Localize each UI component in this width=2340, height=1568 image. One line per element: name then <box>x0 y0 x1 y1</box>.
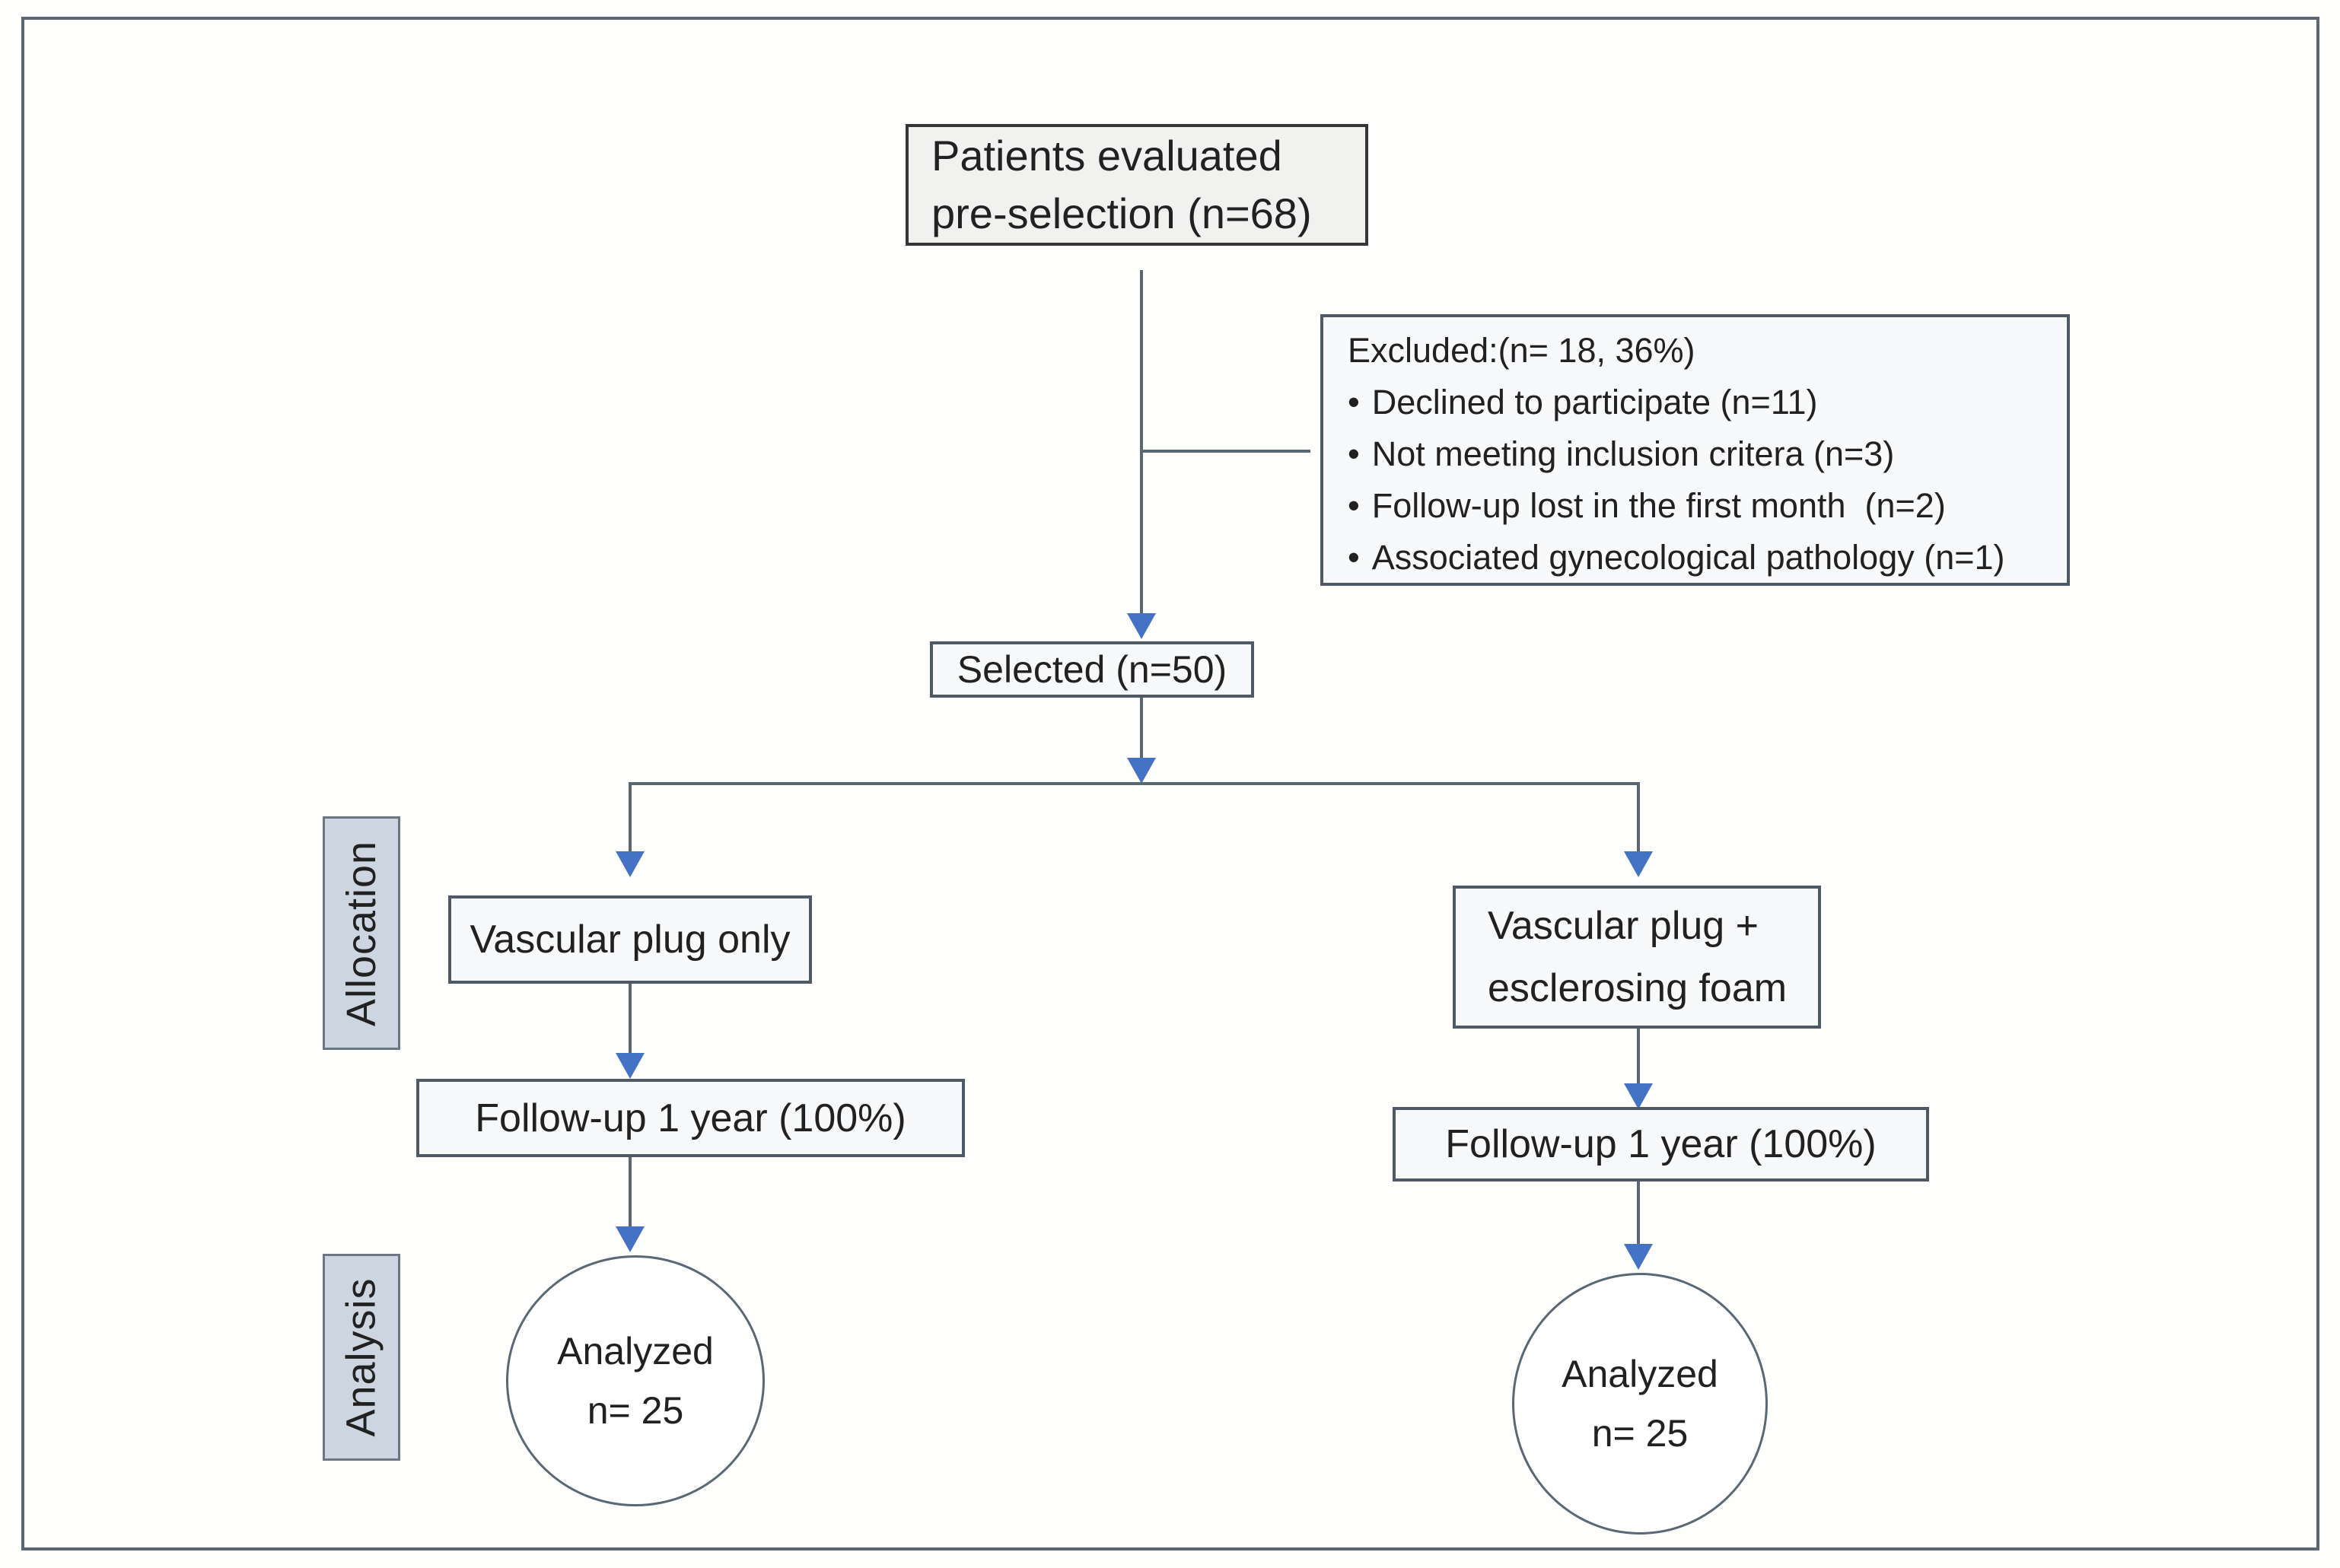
arrowhead-into-selected <box>1127 613 1156 639</box>
arrowhead-into-left-allocation <box>616 851 645 877</box>
arrowhead-into-right-analyzed <box>1624 1244 1653 1270</box>
diagram-outer-frame <box>21 17 2319 1551</box>
left-analyzed-line1: Analyzed <box>557 1330 714 1372</box>
arrowhead-into-right-followup <box>1624 1083 1653 1109</box>
excluded-item: • Associated gynecological pathology (n=1… <box>1348 532 2059 584</box>
connector-to-excluded <box>1141 450 1310 453</box>
right-followup-label: Follow-up 1 year (100%) <box>1445 1122 1877 1166</box>
excluded-item: • Not meeting inclusion critera (n=3) <box>1348 428 2059 480</box>
left-analyzed-circle: Analyzed n= 25 <box>506 1255 765 1506</box>
excluded-item: • Follow-up lost in the first month (n=2) <box>1348 480 2059 532</box>
bullet-icon: • <box>1348 383 1360 421</box>
stage-label-analysis: Analysis <box>323 1254 400 1461</box>
bullet-icon: • <box>1348 538 1360 577</box>
right-analyzed-line1: Analyzed <box>1562 1353 1718 1395</box>
selected-label: Selected (n=50) <box>957 648 1227 691</box>
right-allocation-line1: Vascular plug + <box>1488 904 1759 948</box>
excluded-item-text: Not meeting inclusion critera (n=3) <box>1371 434 1895 473</box>
left-allocation-label: Vascular plug only <box>470 918 791 962</box>
stage-label-allocation: Allocation <box>323 816 400 1050</box>
left-followup-label: Follow-up 1 year (100%) <box>475 1096 906 1140</box>
arrowhead-into-left-analyzed <box>616 1226 645 1252</box>
left-followup-box: Follow-up 1 year (100%) <box>416 1079 965 1157</box>
branch-line <box>629 782 1640 785</box>
excluded-box: Excluded:(n= 18, 36%) • Declined to parti… <box>1320 314 2070 586</box>
connector-left-allocation-to-followup <box>629 984 632 1054</box>
bullet-icon: • <box>1348 486 1360 525</box>
right-allocation-box: Vascular plug + esclerosing foam <box>1453 886 1821 1029</box>
arrowhead-into-branch <box>1127 758 1156 784</box>
connector-branch-to-right-allocation <box>1637 782 1640 852</box>
analysis-label-text: Analysis <box>339 1277 385 1437</box>
allocation-label-text: Allocation <box>339 840 385 1026</box>
connector-selected-to-branch <box>1140 698 1143 760</box>
right-analyzed-circle: Analyzed n= 25 <box>1512 1273 1768 1535</box>
excluded-item: • Declined to participate (n=11) <box>1348 377 2059 428</box>
pre-selection-line1: Patients evaluated <box>931 132 1282 180</box>
excluded-item-text: Follow-up lost in the first month (n=2) <box>1371 486 1946 525</box>
connector-left-followup-to-analyzed <box>629 1157 632 1228</box>
excluded-item-text: Associated gynecological pathology (n=1) <box>1371 538 2005 577</box>
excluded-item-text: Declined to participate (n=11) <box>1371 383 1818 421</box>
bullet-icon: • <box>1348 434 1360 473</box>
excluded-title: Excluded:(n= 18, 36%) <box>1348 331 1695 370</box>
right-allocation-line2: esclerosing foam <box>1488 966 1788 1010</box>
arrowhead-into-right-allocation <box>1624 851 1653 877</box>
arrowhead-into-left-followup <box>616 1053 645 1079</box>
selected-box: Selected (n=50) <box>930 641 1254 698</box>
connector-right-followup-to-analyzed <box>1637 1182 1640 1245</box>
pre-selection-box: Patients evaluated pre-selection (n=68) <box>906 124 1368 246</box>
right-followup-box: Follow-up 1 year (100%) <box>1393 1107 1929 1182</box>
right-analyzed-line2: n= 25 <box>1591 1412 1689 1455</box>
left-allocation-box: Vascular plug only <box>448 895 812 984</box>
connector-top-to-selected <box>1140 270 1143 614</box>
pre-selection-line2: pre-selection (n=68) <box>931 189 1312 237</box>
connector-branch-to-left-allocation <box>629 782 632 852</box>
connector-right-allocation-to-followup <box>1637 1029 1640 1085</box>
left-analyzed-line2: n= 25 <box>587 1389 684 1432</box>
